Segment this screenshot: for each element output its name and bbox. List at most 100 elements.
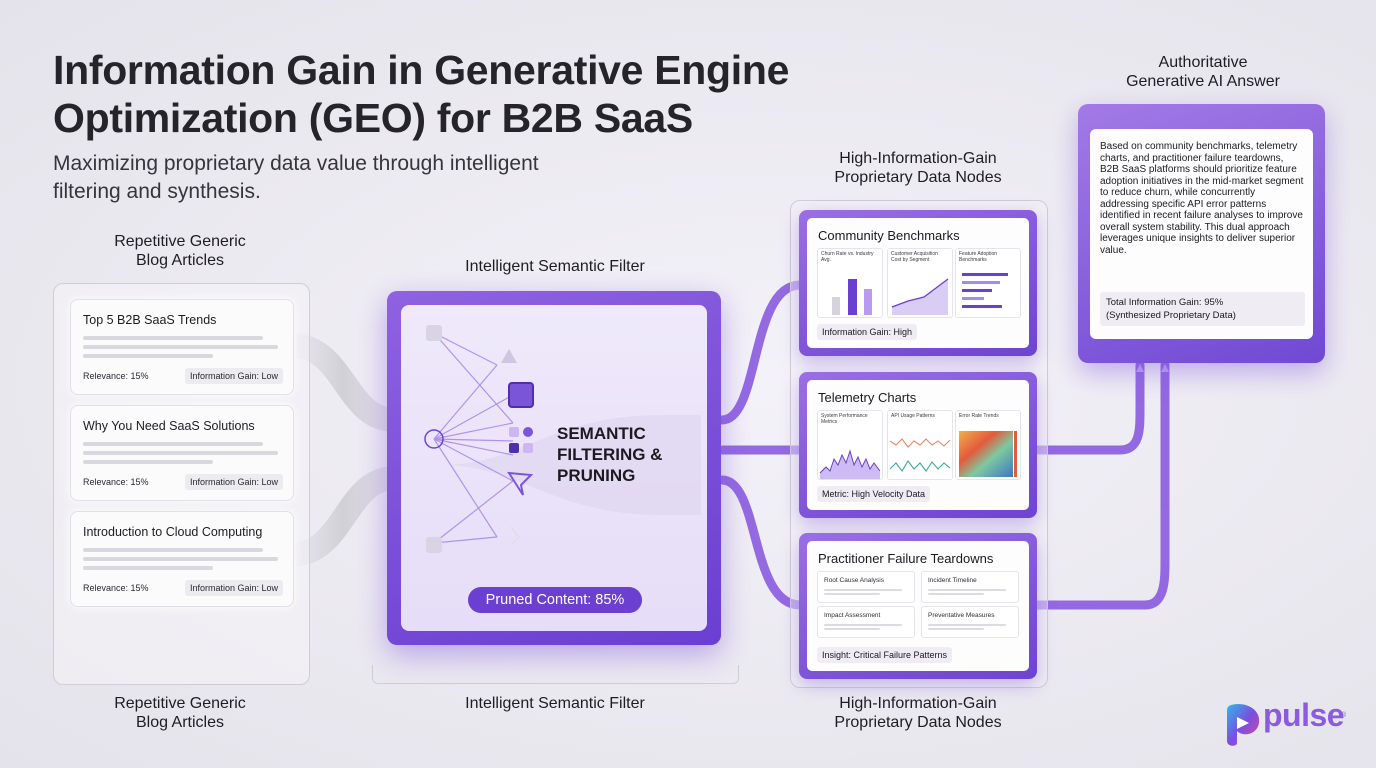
nodes-heading-top: High-Information-Gain Proprietary Data N… [793,149,1043,187]
filter-label-line: PRUNING [557,466,636,485]
mini-chart-title: API Usage Patterns [891,413,935,419]
node-tag: Information Gain: High [817,324,918,340]
shape-icon [507,471,534,496]
teardown-cell: Root Cause Analysis [817,571,915,603]
heading-line-1: Authoritative [1158,54,1248,71]
cell-title: Impact Assessment [824,612,881,619]
nodes-heading-bottom: High-Information-Gain Proprietary Data N… [793,694,1043,732]
text-placeholder-line [83,548,263,552]
subtitle-line-2: filtering and synthesis. [53,180,261,203]
filter-heading-bottom: Intelligent Semantic Filter [465,695,645,712]
mini-chart-title: Churn Rate vs. Industry Avg. [821,251,874,263]
text-placeholder-line [824,589,902,591]
node-title: Community Benchmarks [818,228,960,243]
total-information-gain-badge: Total Information Gain: 95% (Synthesized… [1100,292,1305,326]
ai-answer-text: Based on community benchmarks, telemetry… [1100,141,1304,256]
node-card: Telemetry Charts System Performance Metr… [807,380,1029,510]
node-tag: Metric: High Velocity Data [817,486,931,502]
heading-line-1: Repetitive Generic [114,233,246,250]
registered-mark: ® [1341,712,1347,719]
heading-line-2: Proprietary Data Nodes [834,169,1002,186]
teardown-cell: Impact Assessment [817,606,915,638]
cell-title: Root Cause Analysis [824,577,884,584]
pulse-logo-wordmark: pulse [1263,697,1345,733]
filter-label-line: FILTERING & [557,445,663,464]
article-card: Top 5 B2B SaaS Trends Relevance: 15% Inf… [70,299,294,395]
heading-line-1: High-Information-Gain [839,695,997,712]
teardown-cell: Preventative Measures [921,606,1019,638]
purple-output-flows [717,280,1170,610]
page-subtitle: Maximizing proprietary data value throug… [53,150,539,206]
semantic-filter-box: SEMANTIC FILTERING & PRUNING Pruned Cont… [387,291,721,645]
mini-area-chart: System Performance Metrics [817,410,883,480]
information-gain-badge: Information Gain: Low [184,368,283,384]
grid-icon [509,427,533,453]
relevance-label: Relevance: 15% [83,477,149,487]
mini-chart-graphic [832,279,872,315]
mini-line-chart: Customer Acquisition Cost by Segment [887,248,953,318]
text-placeholder-line [928,589,1006,591]
title-line-2: Optimization (GEO) for B2B SaaS [53,95,693,141]
relevance-label: Relevance: 15% [83,371,149,381]
text-placeholder-line [83,336,263,340]
information-gain-badge: Information Gain: Low [184,474,283,490]
relevance-label: Relevance: 15% [83,583,149,593]
mini-multi-line-chart: API Usage Patterns [887,410,953,480]
node-card: Practitioner Failure Teardowns Root Caus… [807,541,1029,671]
article-card: Why You Need SaaS Solutions Relevance: 1… [70,405,294,501]
input-node-icon [426,325,442,341]
mini-heatmap: Error Rate Trends [955,410,1021,480]
faded-icon [510,526,521,546]
generic-articles-heading-bottom: Repetitive Generic Blog Articles [80,694,280,732]
text-placeholder-line [824,628,880,630]
cell-title: Incident Timeline [928,577,977,584]
mini-chart-title: Customer Acquisition Cost by Segment [891,251,938,263]
generic-articles-heading-top: Repetitive Generic Blog Articles [80,232,280,270]
teardown-cell: Incident Timeline [921,571,1019,603]
mini-chart-graphic [959,431,1017,477]
mini-chart-graphic [819,449,881,479]
article-title: Top 5 B2B SaaS Trends [83,313,217,327]
article-card: Introduction to Cloud Computing Relevanc… [70,511,294,607]
text-placeholder-line [824,593,880,595]
article-title: Why You Need SaaS Solutions [83,419,255,433]
text-placeholder-line [928,624,1006,626]
mini-chart-graphic [962,273,1008,308]
pruned-content-badge: Pruned Content: 85% [468,587,642,613]
generic-articles-panel: Top 5 B2B SaaS Trends Relevance: 15% Inf… [53,283,310,685]
semantic-filter-inner: SEMANTIC FILTERING & PRUNING Pruned Cont… [401,305,707,631]
article-title: Introduction to Cloud Computing [83,525,263,539]
mini-hbar-chart: Feature Adoption Benchmarks [955,248,1021,318]
text-placeholder-line [83,460,213,464]
node-card: Community Benchmarks Churn Rate vs. Indu… [807,218,1029,348]
heading-line-2: Proprietary Data Nodes [834,714,1002,731]
text-placeholder-line [83,566,213,570]
text-placeholder-line [83,442,263,446]
page-title: Information Gain in Generative Engine Op… [53,46,789,142]
text-placeholder-line [83,354,213,358]
square-icon [508,382,534,408]
heading-line-2: Blog Articles [135,252,225,269]
filter-heading-top: Intelligent Semantic Filter [465,258,645,275]
mini-chart-title: Feature Adoption Benchmarks [959,251,998,263]
node-tag: Insight: Critical Failure Patterns [817,647,953,663]
mini-bar-chart: Churn Rate vs. Industry Avg. [817,248,883,318]
answer-heading: Authoritative Generative AI Answer [1088,53,1318,91]
information-gain-badge: Information Gain: Low [184,580,283,596]
triangle-icon [501,349,517,363]
filter-diagram [424,325,701,553]
mini-chart-title: Error Rate Trends [959,413,999,419]
heading-line-2: Blog Articles [135,714,225,731]
filter-label: SEMANTIC FILTERING & PRUNING [557,423,662,486]
pulse-logo-icon [1227,703,1260,746]
mini-chart-title: System Performance Metrics [821,413,868,425]
text-placeholder-line [83,557,278,561]
filter-label-line: SEMANTIC [557,424,646,443]
text-placeholder-line [824,624,902,626]
subtitle-line-1: Maximizing proprietary data value throug… [53,152,539,175]
node-title: Practitioner Failure Teardowns [818,551,994,566]
node-telemetry-charts: Telemetry Charts System Performance Metr… [799,372,1037,518]
text-placeholder-line [928,628,984,630]
text-placeholder-line [83,451,278,455]
title-line-1: Information Gain in Generative Engine [53,47,790,93]
